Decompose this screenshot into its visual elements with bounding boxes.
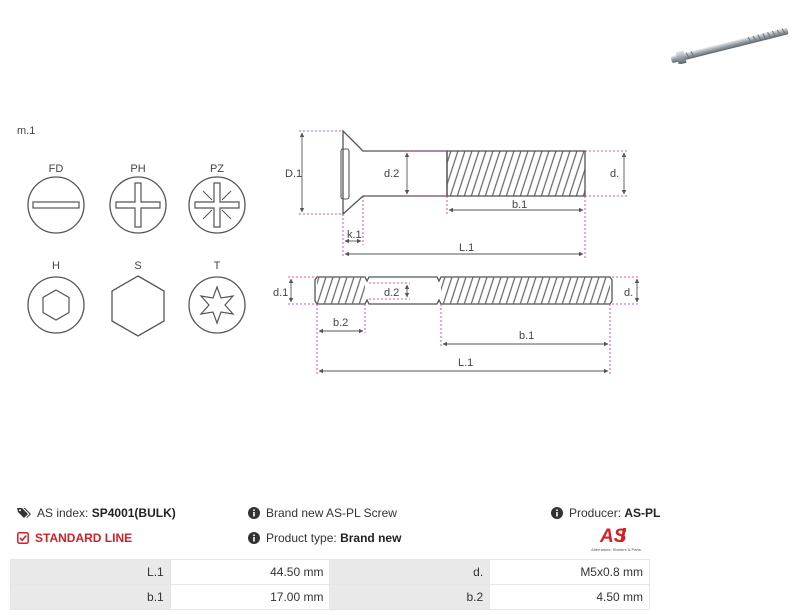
- dim-label-d: d.: [624, 287, 633, 299]
- hex-head-icon: [111, 275, 165, 337]
- dim-label-b2: b.2: [333, 317, 348, 329]
- spec-value: 44.50 mm: [169, 559, 331, 585]
- dim-label-d1: d.1: [273, 287, 288, 299]
- head-type-label: S: [134, 260, 141, 272]
- dim-label-D1: D.1: [285, 168, 302, 180]
- spec-key: b.2: [329, 584, 491, 610]
- countersunk-screw-drawing: D.1 d.2 d. b.1 k.1 L.1: [285, 129, 628, 258]
- product-description: Brand new AS-PL Screw: [266, 506, 397, 520]
- stud-drawing: d.1 d.2 d. b.2 b.1 L.1: [273, 276, 640, 375]
- dim-label-L1: L.1: [458, 357, 473, 369]
- product-type-label: Product type:: [266, 531, 337, 545]
- spec-value: 4.50 mm: [489, 584, 650, 610]
- head-type-h: H: [27, 260, 85, 334]
- spec-value: 17.00 mm: [169, 584, 331, 610]
- spec-value: M5x0.8 mm: [489, 559, 650, 585]
- description-row: Brand new AS-PL Screw: [248, 506, 397, 520]
- head-type-s: S: [111, 260, 165, 337]
- dim-label-k1: k.1: [347, 229, 362, 241]
- head-type-fd: FD: [27, 163, 85, 234]
- table-row: L.1 44.50 mm d. M5x0.8 mm: [10, 559, 650, 585]
- dim-label-b1: b.1: [519, 330, 534, 342]
- standard-line-label: STANDARD LINE: [35, 531, 133, 545]
- product-type-row: Product type: Brand new: [248, 531, 401, 545]
- dim-label-L1: L.1: [459, 242, 474, 254]
- head-type-t: T: [188, 260, 246, 334]
- phillips-drive-icon: [109, 176, 167, 234]
- logo-text: AS: [599, 526, 627, 547]
- producer-value: AS-PL: [624, 506, 661, 520]
- dim-label-d2: d.2: [384, 287, 399, 299]
- info-icon: [248, 532, 260, 544]
- spec-key: d.: [329, 559, 491, 585]
- head-type-label: FD: [49, 163, 64, 175]
- as-index-label: AS index:: [37, 506, 89, 520]
- table-row: b.1 17.00 mm b.2 4.50 mm: [10, 584, 650, 610]
- hex-socket-icon: [27, 276, 85, 334]
- as-index-value: SP4001(BULK): [91, 506, 176, 520]
- product-type-value: Brand new: [340, 531, 402, 545]
- dim-label-b1: b.1: [512, 199, 527, 211]
- head-type-label: PZ: [210, 163, 224, 175]
- as-index-row: AS index: SP4001(BULK): [17, 506, 176, 520]
- dim-label-d2: d.2: [384, 168, 399, 180]
- head-type-ph: PH: [109, 163, 167, 234]
- torx-drive-icon: [188, 276, 246, 334]
- dim-label-d: d.: [610, 168, 619, 180]
- checkbox-checked-icon: [17, 532, 29, 544]
- head-type-pz: PZ: [188, 163, 246, 234]
- as-pl-logo: AS Alternators, Starters & Parts: [591, 526, 641, 552]
- spec-key: L.1: [10, 559, 171, 585]
- head-type-label: PH: [130, 163, 145, 175]
- logo-tagline: Alternators, Starters & Parts: [591, 547, 641, 552]
- marker-label: m.1: [17, 125, 35, 137]
- tags-icon: [17, 508, 31, 518]
- head-type-label: H: [52, 260, 60, 272]
- head-type-label: T: [214, 260, 221, 272]
- screw-photo: [670, 27, 789, 64]
- technical-diagram: m.1 FD PH PZ H S: [17, 125, 640, 375]
- info-icon: [248, 507, 260, 519]
- specification-table: L.1 44.50 mm d. M5x0.8 mm b.1 17.00 mm b…: [10, 559, 650, 610]
- slotted-drive-icon: [27, 176, 85, 234]
- standard-line-row: STANDARD LINE: [17, 531, 132, 545]
- pozidriv-drive-icon: [188, 176, 246, 234]
- spec-key: b.1: [10, 584, 171, 610]
- producer-label: Producer:: [569, 506, 622, 520]
- producer-row: Producer: AS-PL: [551, 506, 660, 520]
- info-icon: [551, 507, 563, 519]
